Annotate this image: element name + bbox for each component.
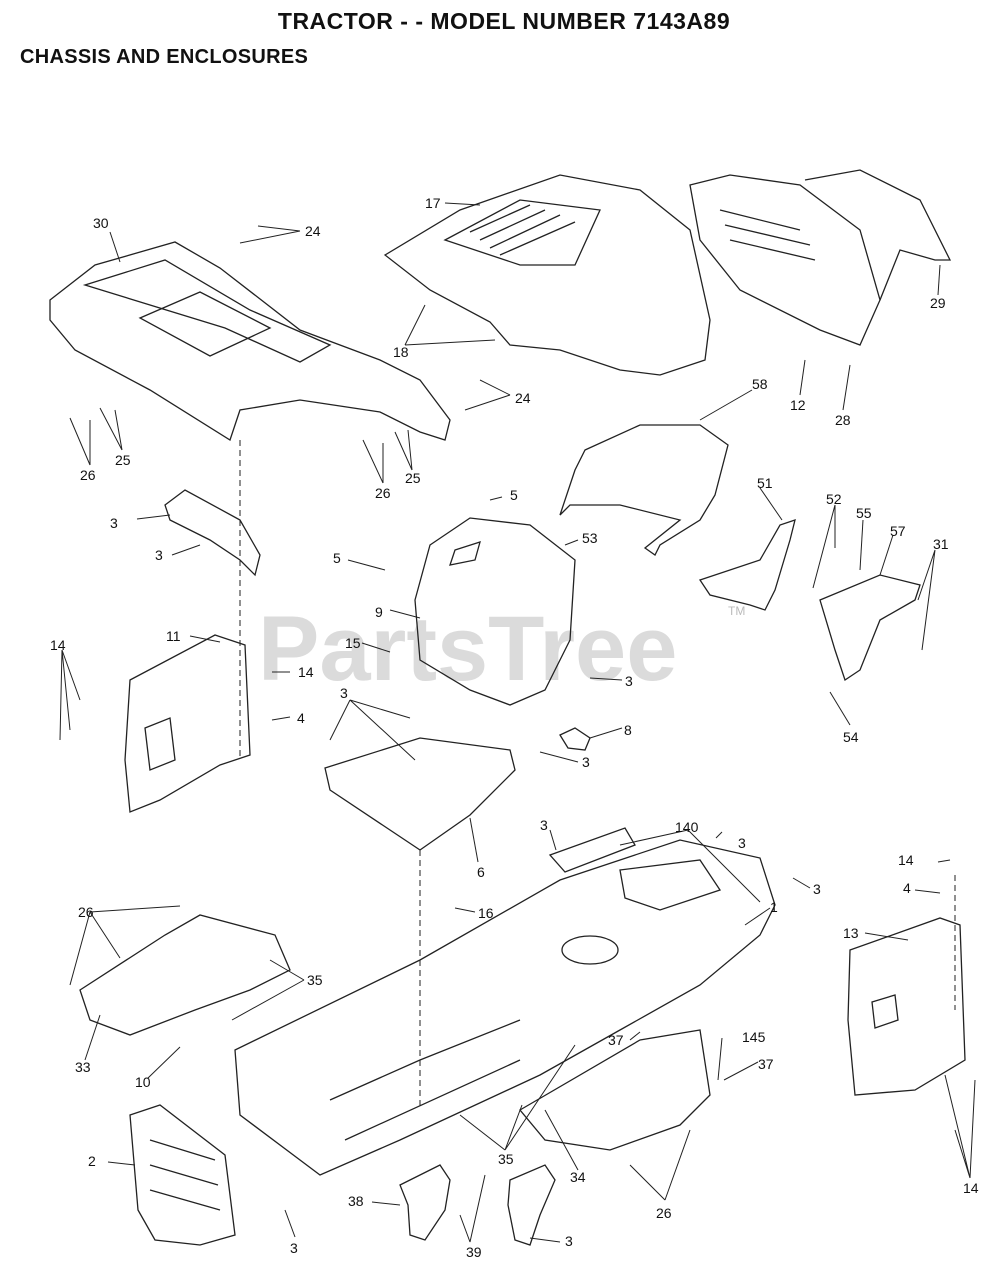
part-grille	[689, 169, 952, 346]
part-left-side-panel	[124, 634, 251, 813]
part-callout: 24	[305, 223, 321, 239]
part-callout: 14	[50, 637, 66, 653]
part-front-bracket	[129, 1104, 236, 1246]
part-callout: 17	[425, 195, 441, 211]
part-callout: 3	[155, 547, 163, 563]
part-callout: 54	[843, 729, 859, 745]
part-callout: 4	[297, 710, 305, 726]
part-callout: 8	[624, 722, 632, 738]
watermark: PartsTree	[258, 598, 677, 700]
part-callout: 38	[348, 1193, 364, 1209]
part-callout: 1	[770, 899, 778, 915]
part-callout: 31	[933, 536, 949, 552]
part-callout: 37	[758, 1056, 774, 1072]
part-callout: 28	[835, 412, 851, 428]
part-callout: 25	[405, 470, 421, 486]
part-callout: 57	[890, 523, 906, 539]
part-callout: 14	[963, 1180, 979, 1196]
part-callout: 35	[498, 1151, 514, 1167]
part-callout: 145	[742, 1029, 766, 1045]
part-callout: 10	[135, 1074, 151, 1090]
part-bracket-39	[507, 1164, 556, 1246]
part-callout: 51	[757, 475, 773, 491]
part-floor-plate	[324, 737, 516, 851]
part-linkage-55	[819, 574, 921, 682]
part-callout: 26	[78, 904, 94, 920]
part-dash-panel	[559, 424, 729, 556]
part-callout: 37	[608, 1032, 624, 1048]
part-bracket-38	[399, 1164, 451, 1241]
part-callout: 26	[80, 467, 96, 483]
part-callout: 39	[466, 1244, 482, 1260]
part-bracket-31	[164, 489, 261, 577]
part-main-frame	[234, 839, 776, 1176]
part-callout: 58	[752, 376, 768, 392]
page-title: TRACTOR - - MODEL NUMBER 7143A89	[277, 8, 731, 34]
part-callout: 24	[515, 390, 531, 406]
part-clip-8	[559, 727, 591, 751]
section-title: CHASSIS AND ENCLOSURES	[20, 46, 309, 68]
part-hood	[383, 174, 711, 376]
part-callout: 16	[478, 905, 494, 921]
part-callout: 4	[903, 880, 911, 896]
part-callout: 6	[477, 864, 485, 880]
part-callout: 12	[790, 397, 806, 413]
part-callout: 26	[375, 485, 391, 501]
part-callout: 2	[88, 1153, 96, 1169]
part-right-side-panel	[847, 917, 966, 1096]
part-callout: 29	[930, 295, 946, 311]
part-callout: 3	[340, 685, 348, 701]
part-rear-fender	[49, 241, 451, 441]
part-callout: 3	[813, 881, 821, 897]
part-callout: 3	[738, 835, 746, 851]
part-callout: 3	[290, 1240, 298, 1256]
part-callout: 15	[345, 635, 361, 651]
part-callout: 55	[856, 505, 872, 521]
part-callout: 34	[570, 1169, 586, 1185]
part-callout: 14	[898, 852, 914, 868]
part-cross-member	[548, 827, 636, 873]
part-callout: 140	[675, 819, 699, 835]
part-callout: 26	[656, 1205, 672, 1221]
part-instrument-panel	[414, 517, 576, 706]
part-callout: 35	[307, 972, 323, 988]
part-callout: 14	[298, 664, 314, 680]
leader-lines	[59, 202, 976, 1243]
part-left-footrest	[79, 914, 291, 1036]
part-callout: 52	[826, 491, 842, 507]
part-callout: 33	[75, 1059, 91, 1075]
part-callout: 3	[582, 754, 590, 770]
part-callout: 13	[843, 925, 859, 941]
part-callout: 3	[565, 1233, 573, 1249]
part-callout: 53	[582, 530, 598, 546]
part-callout: 11	[166, 628, 181, 644]
part-callout: 25	[115, 452, 131, 468]
part-callout: 30	[93, 215, 109, 231]
part-callout: 3	[540, 817, 548, 833]
part-callout: 3	[625, 673, 633, 689]
part-callout: 5	[333, 550, 341, 566]
part-callout: 3	[110, 515, 118, 531]
part-right-footrest	[519, 1029, 711, 1151]
part-callout: 18	[393, 344, 409, 360]
part-callout: 9	[375, 604, 383, 620]
part-bracket-53	[698, 519, 796, 611]
part-callout: 5	[510, 487, 518, 503]
watermark-trademark: TM	[728, 604, 745, 618]
